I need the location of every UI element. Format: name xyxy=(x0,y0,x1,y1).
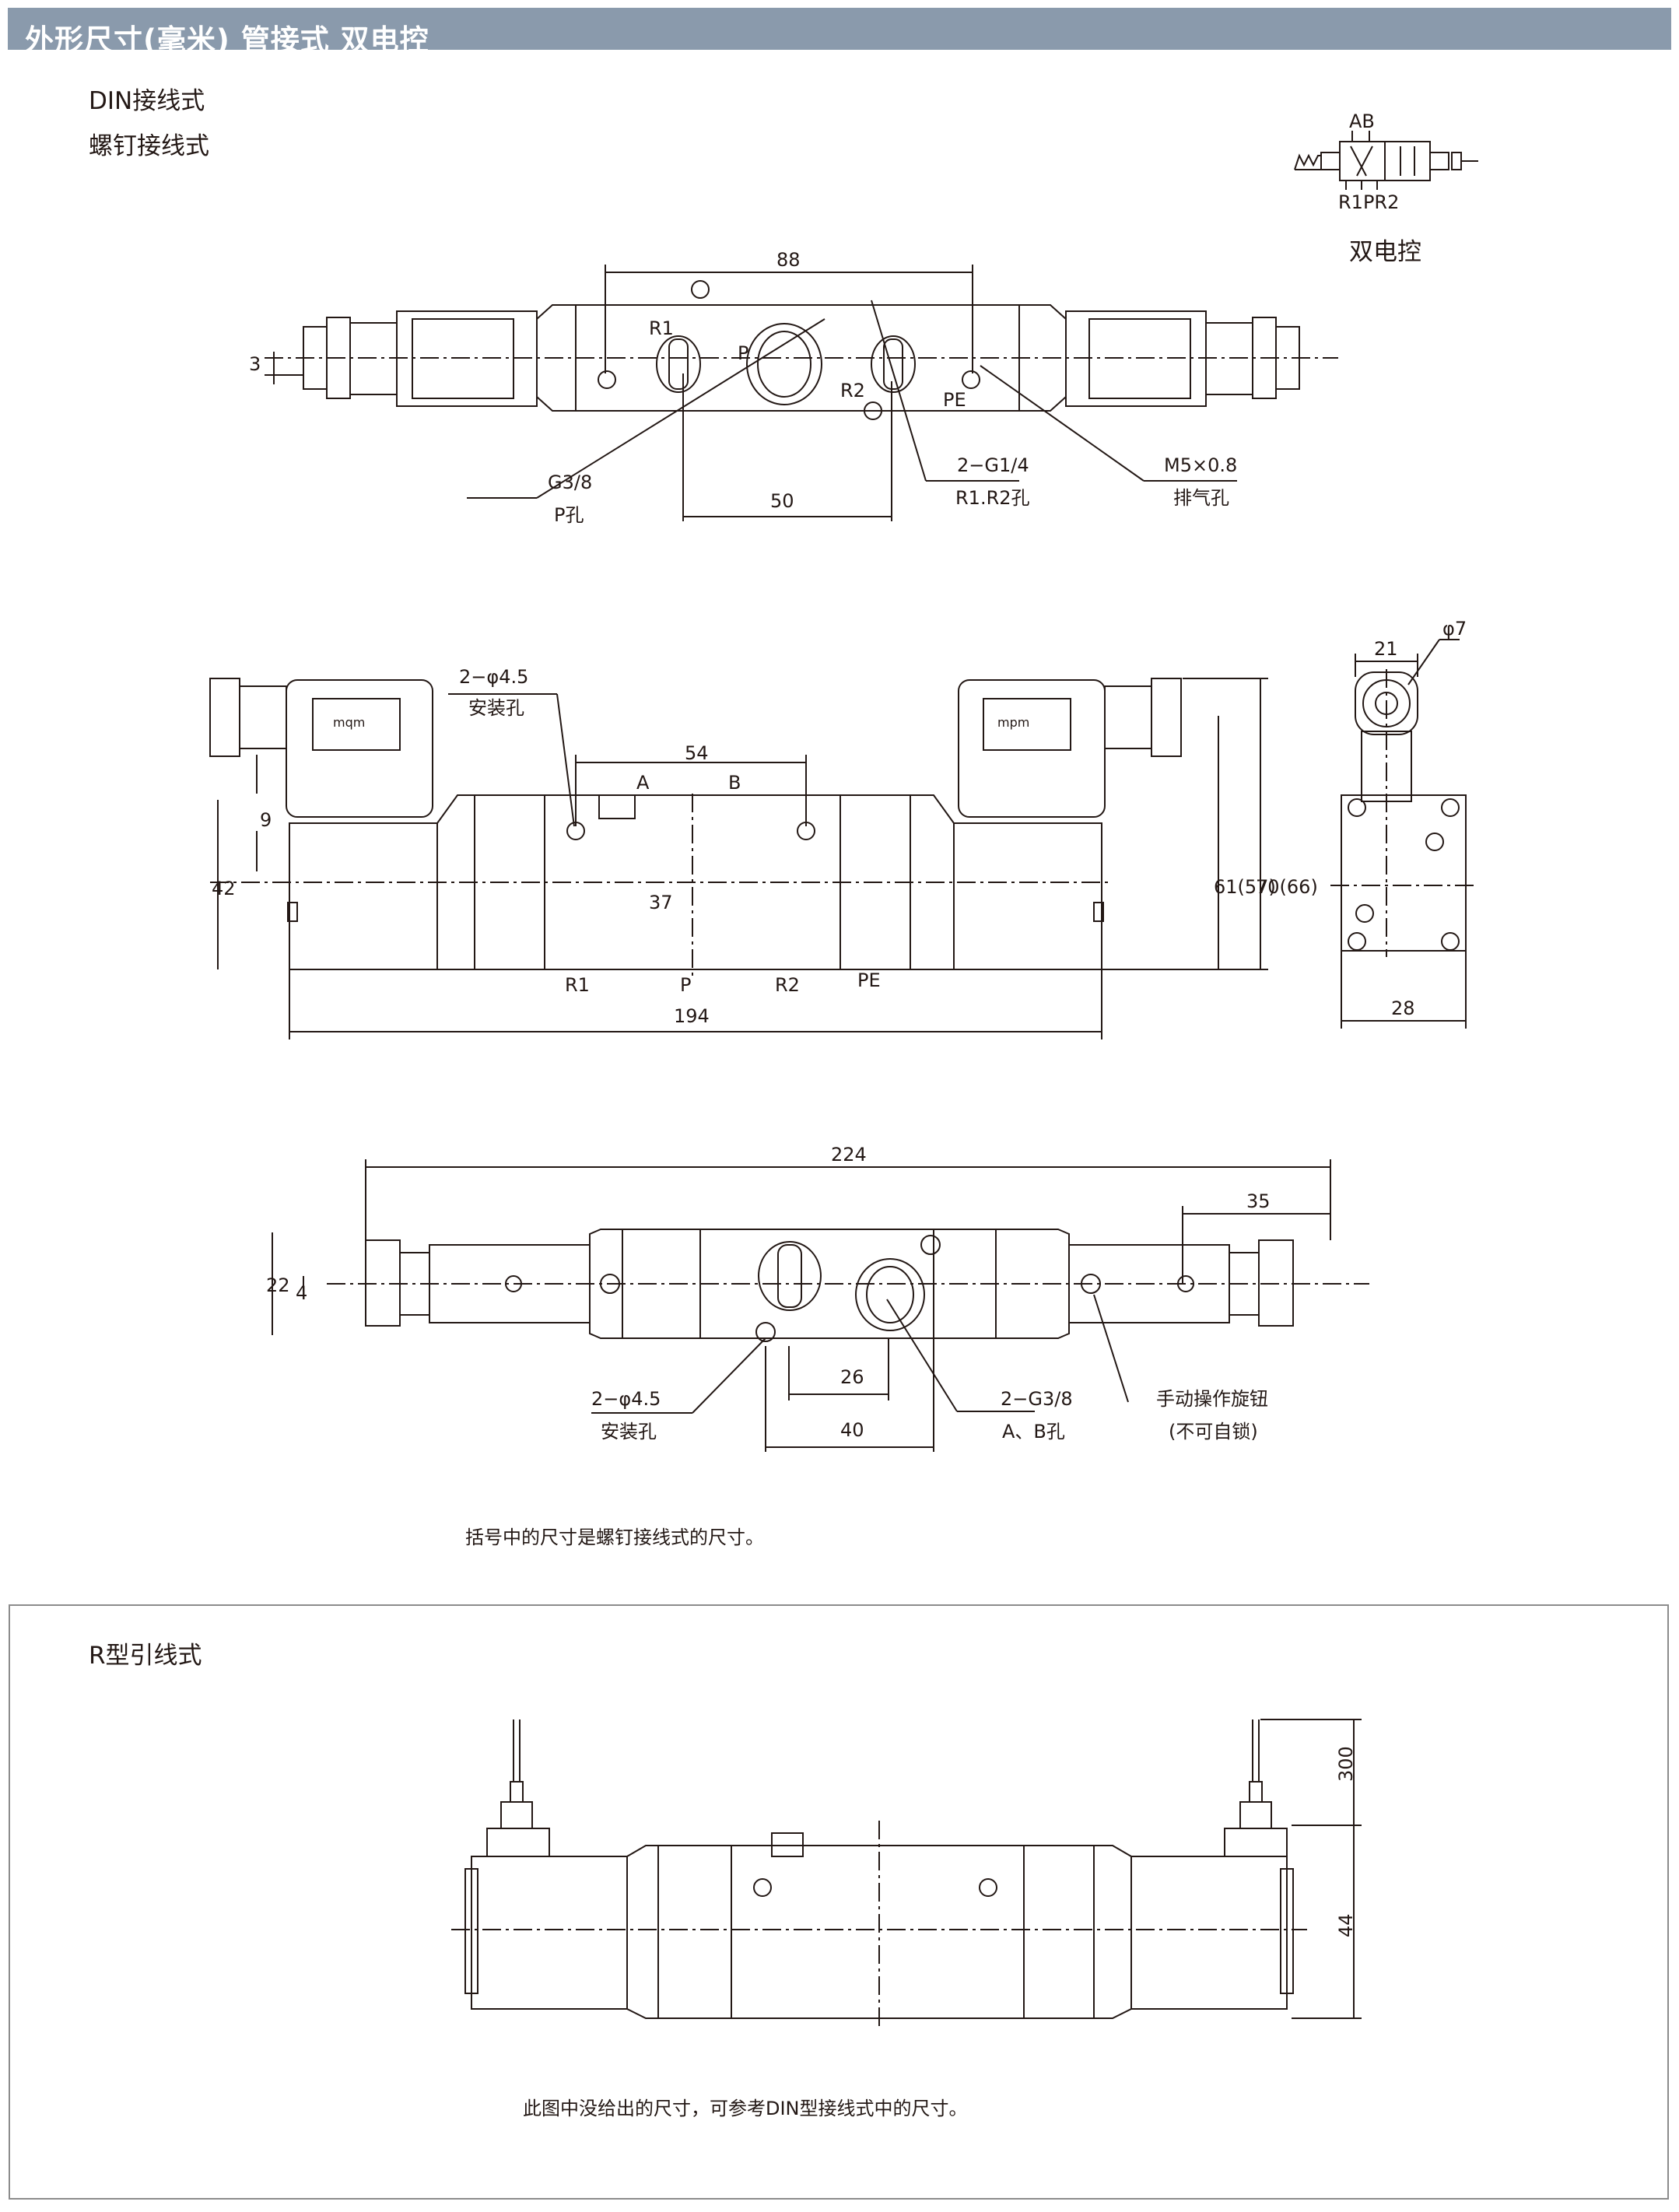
callout-r-name: R1.R2孔 xyxy=(955,487,1030,509)
dim-21: 21 xyxy=(1374,638,1398,660)
dim-28: 28 xyxy=(1391,997,1415,1019)
symbol-bottom-ports: R1PR2 xyxy=(1338,191,1399,213)
callout-p-name: P孔 xyxy=(554,504,584,526)
section-label-r-type: R型引线式 xyxy=(89,1642,202,1670)
port-pe: PE xyxy=(943,389,966,411)
front-view-drawing: mqm mpm 2−φ4.5 安装孔 54 A B 9 42 37 61(57)… xyxy=(209,666,1318,1039)
port-p: P xyxy=(738,342,748,364)
dim-61: 61(57) xyxy=(1214,876,1276,898)
callout-holes-name: 安装孔 xyxy=(601,1421,657,1443)
callout-r-size: 2−G1/4 xyxy=(957,454,1029,476)
dim-300: 300 xyxy=(1335,1746,1357,1782)
port-r1: R1 xyxy=(565,974,590,996)
symbol-caption: 双电控 xyxy=(1349,238,1421,266)
dim-88: 88 xyxy=(776,249,801,271)
note-bracket: 括号中的尺寸是螺钉接线式的尺寸。 xyxy=(465,1527,764,1548)
symbol-top-ports: AB xyxy=(1349,110,1375,132)
dim-26: 26 xyxy=(840,1366,864,1388)
dim-224: 224 xyxy=(831,1144,867,1166)
port-pe: PE xyxy=(857,969,881,991)
r-type-drawing: 300 44 xyxy=(451,1719,1362,2031)
dim-44: 44 xyxy=(1335,1913,1357,1937)
callout-knob-note: (不可自锁) xyxy=(1169,1421,1258,1443)
dim-22: 22 xyxy=(266,1274,290,1296)
callout-m5-name: 排气孔 xyxy=(1173,487,1229,509)
section-label-din: DIN接线式 xyxy=(89,87,205,115)
top-view-drawing: 88 3 50 R1 P R2 PE G3/8 P孔 2−G1/4 R1.R2孔… xyxy=(249,249,1338,526)
page-title: 外形尺寸(毫米) 管接式 双电控 xyxy=(25,23,429,57)
dim-37: 37 xyxy=(649,892,673,913)
port-p: P xyxy=(680,974,691,996)
callout-p-size: G3/8 xyxy=(548,471,592,493)
callout-holes-size: 2−φ4.5 xyxy=(459,666,528,688)
note-r-type: 此图中没给出的尺寸，可参考DIN型接线式中的尺寸。 xyxy=(523,2098,968,2119)
port-r2: R2 xyxy=(775,974,800,996)
dim-194: 194 xyxy=(674,1005,710,1027)
dim-54: 54 xyxy=(685,742,709,764)
dim-9: 9 xyxy=(260,809,272,831)
dim-4: 4 xyxy=(296,1282,307,1304)
callout-holes-size: 2−φ4.5 xyxy=(591,1388,661,1410)
dim-70: 70(66) xyxy=(1256,876,1318,898)
dim-42: 42 xyxy=(212,878,236,899)
callout-ab-size: 2−G3/8 xyxy=(1001,1388,1073,1410)
callout-knob-name: 手动操作旋钮 xyxy=(1156,1388,1268,1410)
dim-35: 35 xyxy=(1246,1190,1271,1212)
valve-symbol: AB R1PR2 双电控 xyxy=(1294,110,1478,266)
coil-mark-right: mpm xyxy=(997,715,1029,730)
dim-phi7: φ7 xyxy=(1442,618,1467,640)
dim-50: 50 xyxy=(770,490,794,512)
bottom-view-drawing: 224 35 22 4 26 40 2−φ4.5 安装孔 2−G3/8 A、B孔… xyxy=(266,1144,1369,1452)
coil-mark-left: mqm xyxy=(333,715,365,730)
section-label-screw: 螺钉接线式 xyxy=(89,132,209,160)
dim-40: 40 xyxy=(840,1419,864,1441)
callout-m5-size: M5×0.8 xyxy=(1164,454,1237,476)
header-bar: 外形尺寸(毫米) 管接式 双电控 xyxy=(8,8,1671,57)
r-type-frame xyxy=(9,1604,1669,2200)
port-r2: R2 xyxy=(840,380,865,401)
dim-3: 3 xyxy=(249,353,261,375)
port-a: A xyxy=(636,772,650,794)
callout-holes-name: 安装孔 xyxy=(468,697,524,719)
port-b: B xyxy=(728,772,741,794)
side-view-drawing: 21 φ7 28 xyxy=(1330,618,1478,1029)
port-r1: R1 xyxy=(649,317,674,339)
callout-ab-name: A、B孔 xyxy=(1002,1421,1065,1443)
